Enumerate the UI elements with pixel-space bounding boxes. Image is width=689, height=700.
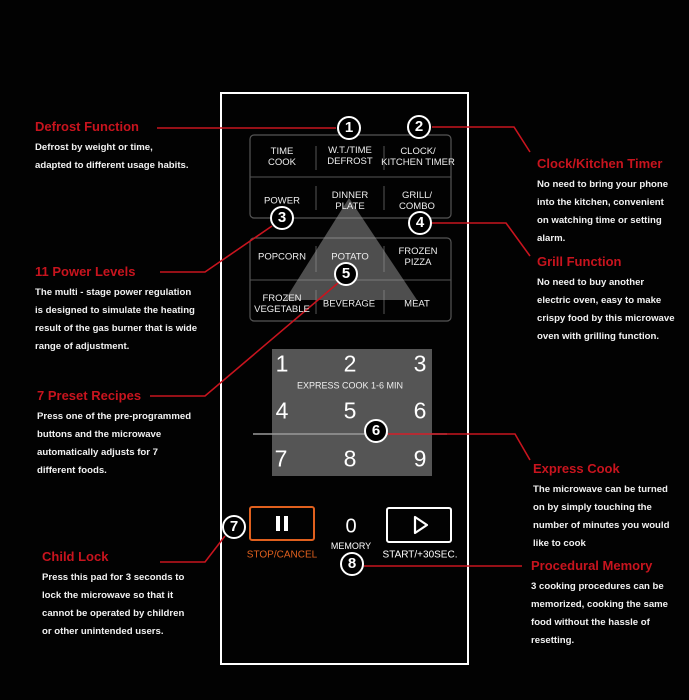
callout-description-line: cannot be operated by children — [42, 608, 185, 619]
badge-1: 1 — [337, 116, 361, 140]
callout-lines — [150, 126, 531, 567]
highlight-triangle — [285, 198, 417, 300]
callout-line-5 — [150, 282, 339, 397]
callout-description-line: into the kitchen, convenient — [537, 197, 664, 208]
badge-6: 6 — [364, 419, 388, 443]
callout-description-line: is designed to simulate the heating — [35, 305, 195, 316]
callout-title: Child Lock — [42, 549, 109, 564]
callout-description-line: number of minutes you would — [533, 520, 670, 531]
callout-description-line: memorized, cooking the same — [531, 599, 669, 610]
number-key-3[interactable]: 3 — [413, 350, 427, 377]
clock-timer-button[interactable]: CLOCK/KITCHEN TIMER — [381, 146, 455, 168]
callout-description-line: 3 cooking procedures can be — [531, 581, 664, 592]
callout-line-7 — [160, 535, 226, 563]
callout-description-line: lock the microwave so that it — [42, 590, 174, 601]
callout-description-line: range of adjustment. — [35, 341, 130, 352]
popcorn-button[interactable]: POPCORN — [257, 251, 307, 263]
callout-line-2 — [432, 126, 531, 153]
callout-description-line: buttons and the microwave — [37, 429, 162, 440]
start-button[interactable] — [386, 507, 452, 543]
callout-description-line: No need to buy another — [537, 277, 645, 288]
power-button[interactable]: POWER — [264, 195, 300, 207]
callout-description-line: result of the gas burner that is wide — [35, 323, 198, 334]
callout-title: Procedural Memory — [531, 558, 653, 573]
badge-2: 2 — [407, 115, 431, 139]
callout-description-line: or other unintended users. — [42, 626, 164, 637]
control-panel-outline — [220, 92, 469, 665]
callout-title: 11 Power Levels — [35, 264, 136, 279]
callout-memory: Procedural Memory 3 cooking procedures ca… — [531, 558, 668, 650]
callout-description-line: on by simply touching the — [533, 502, 652, 513]
callout-title: Clock/Kitchen Timer — [537, 156, 663, 171]
badge-8: 8 — [340, 552, 364, 576]
callout-description-line: crispy food by this microwave — [537, 313, 675, 324]
number-key-4[interactable]: 4 — [275, 397, 289, 424]
callout-description-line: electric oven, easy to make — [537, 295, 662, 306]
stop-cancel-label: STOP/CANCEL — [246, 549, 318, 561]
keypad-background — [272, 349, 432, 476]
number-key-9[interactable]: 9 — [413, 445, 427, 472]
callout-line-6 — [388, 433, 531, 461]
badge-5: 5 — [334, 262, 358, 286]
callout-description-line: resetting. — [531, 635, 575, 646]
callout-description-line: on watching time or setting — [537, 215, 662, 226]
callout-title: 7 Preset Recipes — [37, 388, 142, 403]
callout-description-line: The multi - stage power regulation — [35, 287, 192, 298]
callout-description-line: oven with grilling function. — [537, 331, 660, 342]
callout-description-line: No need to bring your phone — [537, 179, 669, 190]
callout-line-4 — [432, 222, 531, 257]
callout-description-line: Defrost by weight or time, — [35, 142, 153, 153]
number-key-1[interactable]: 1 — [275, 350, 289, 377]
callout-grill: Grill Function No need to buy another elec… — [537, 254, 675, 346]
callout-title: Express Cook — [533, 461, 620, 476]
callout-description-line: Press one of the pre-programmed — [37, 411, 192, 422]
badge-3: 3 — [270, 206, 294, 230]
memory-zero-key[interactable]: 0 — [345, 515, 357, 538]
callout-description-line: different foods. — [37, 465, 107, 476]
beverage-button[interactable]: BEVERAGE — [322, 298, 376, 310]
number-key-6[interactable]: 6 — [413, 397, 427, 424]
callout-clock: Clock/Kitchen Timer No need to bring your… — [537, 156, 668, 248]
callout-title: Defrost Function — [35, 119, 139, 134]
number-key-5[interactable]: 5 — [343, 397, 357, 424]
number-key-7[interactable]: 7 — [274, 445, 288, 472]
number-key-8[interactable]: 8 — [343, 445, 357, 472]
memory-label: MEMORY — [330, 541, 372, 551]
express-cook-label: EXPRESS COOK 1-6 MIN — [296, 380, 404, 391]
callout-line-3 — [160, 225, 273, 273]
callout-description-line: automatically adjusts for 7 — [37, 447, 159, 458]
callout-description-line: like to cook — [533, 538, 586, 549]
callout-title: Grill Function — [537, 254, 622, 269]
meat-button[interactable]: MEAT — [404, 298, 430, 310]
start-label: START/+30SEC. — [382, 549, 458, 561]
callout-description-line: The microwave can be turned — [533, 484, 668, 495]
callout-description-line: food without the hassle of — [531, 617, 650, 628]
badge-4: 4 — [408, 211, 432, 235]
callout-description-line: alarm. — [537, 233, 566, 244]
grill-combo-button[interactable]: GRILL/COMBO — [399, 190, 435, 212]
number-key-2[interactable]: 2 — [343, 350, 357, 377]
badge-7: 7 — [222, 515, 246, 539]
stop-cancel-button[interactable] — [249, 506, 315, 541]
callout-description-line: adapted to different usage habits. — [35, 160, 189, 171]
play-icon — [413, 515, 429, 535]
potato-button[interactable]: POTATO — [331, 251, 369, 263]
pause-icon — [276, 516, 288, 531]
callout-description-line: Press this pad for 3 seconds to — [42, 572, 185, 583]
